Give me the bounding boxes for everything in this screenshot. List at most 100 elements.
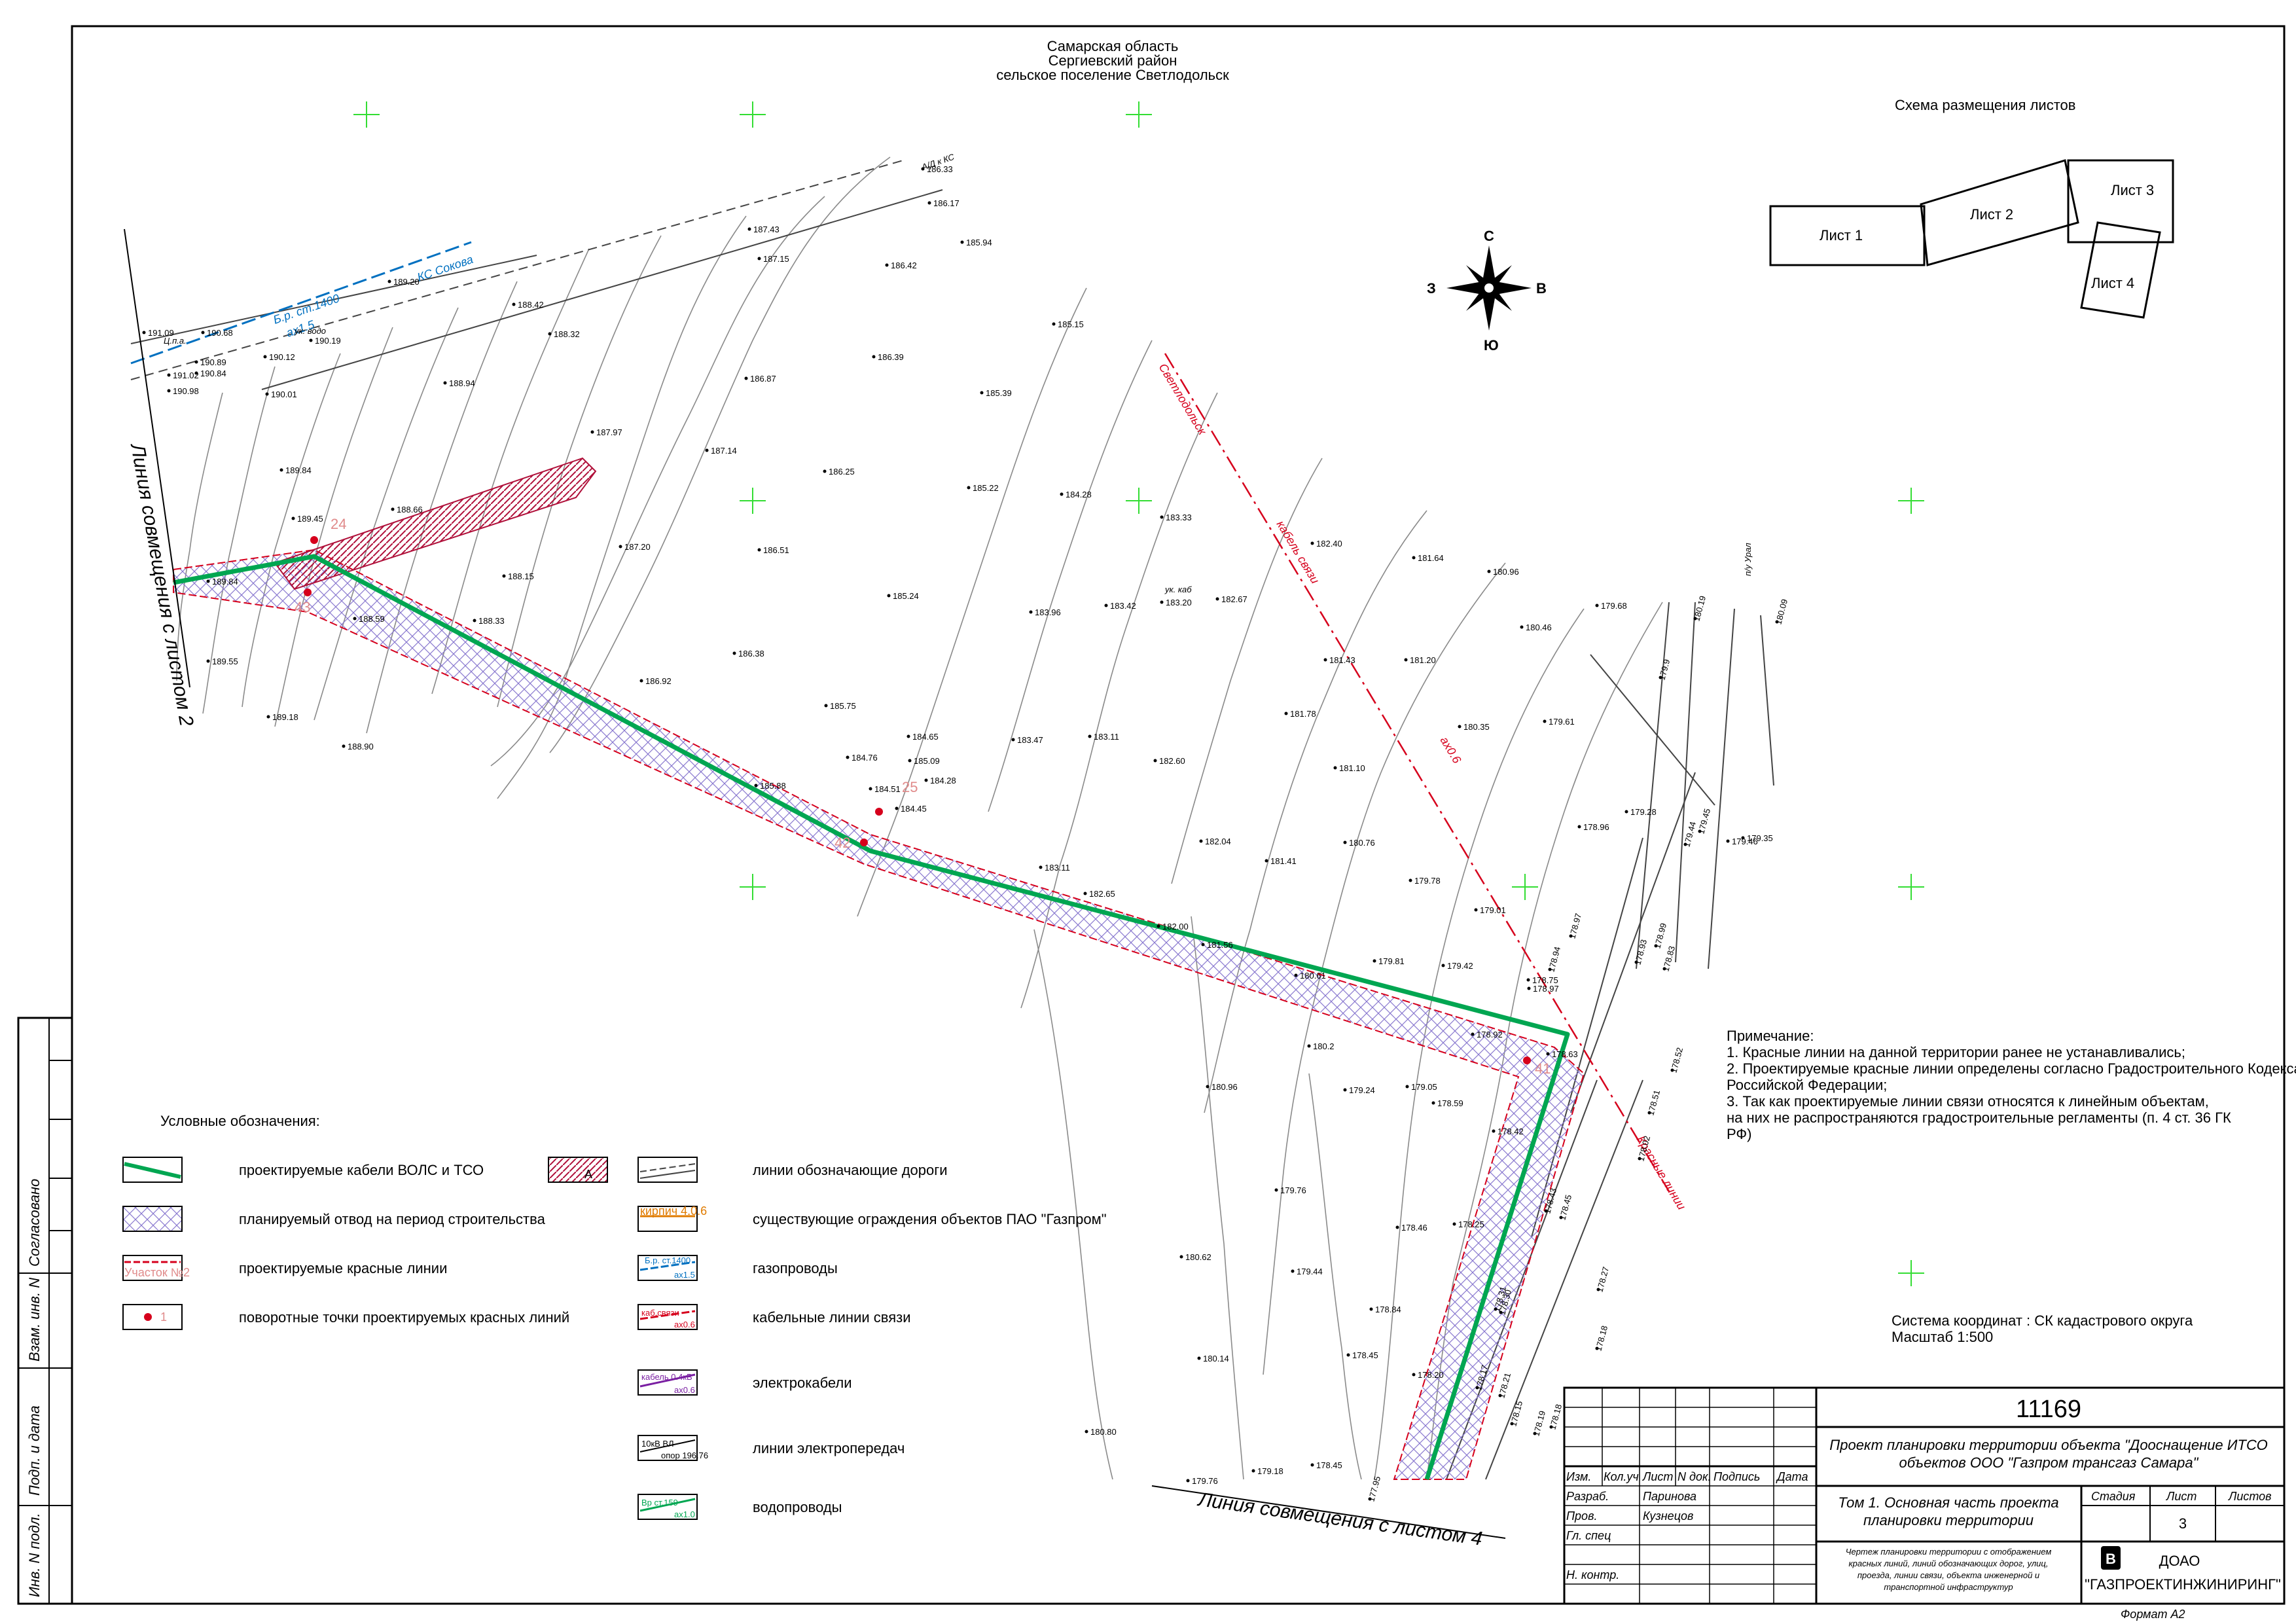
elevation-dot <box>1544 1209 1548 1213</box>
elevation-point: 179.24 <box>1343 1085 1375 1095</box>
elevation-point: 181.64 <box>1412 553 1444 563</box>
elevation-point: 178.46 <box>1395 1223 1427 1233</box>
elevation-dot <box>872 355 876 359</box>
elevation-dot <box>1595 604 1599 607</box>
tb-sheet-no: 3 <box>2179 1515 2187 1532</box>
notes-line-6: РФ) <box>1727 1126 1751 1142</box>
elevation-point: 179.61 <box>1543 717 1575 727</box>
elevation-label: 185.22 <box>973 483 999 493</box>
notes-line-2: 2. Проектируемые красные линии определен… <box>1727 1060 2296 1077</box>
elevation-label: 180.61 <box>1300 971 1326 981</box>
elevation-point: 186.17 <box>927 198 960 208</box>
elevation-point: 183.33 <box>1160 513 1192 522</box>
elevation-point: 182.60 <box>1153 756 1185 766</box>
legend-item-red-lines: проектируемые красные линии <box>239 1260 447 1276</box>
elevation-label: 180.80 <box>1090 1427 1117 1437</box>
elevation-dot <box>167 373 171 377</box>
elevation-dot <box>1569 934 1573 938</box>
elevation-dot <box>512 302 516 306</box>
elevation-dot <box>924 778 928 782</box>
elevation-label: 183.42 <box>1110 601 1136 611</box>
elevation-point: 179.18 <box>1251 1466 1283 1476</box>
turn-point-24: 24 <box>331 516 346 532</box>
elevation-dot <box>885 263 889 267</box>
elevation-dot <box>1310 1463 1314 1467</box>
elevation-point: 178.75 <box>1526 975 1558 985</box>
elevation-point: 186.92 <box>639 676 672 686</box>
elevation-label: 188.33 <box>478 616 505 626</box>
elevation-dot <box>1647 1111 1651 1115</box>
elevation-point: 178.18 <box>1547 1403 1564 1430</box>
elevation-dot <box>353 617 357 621</box>
sheet-scheme-title: Схема размещения листов <box>1895 97 2075 113</box>
elevation-label: 180.35 <box>1463 722 1490 732</box>
tb-header-ndok: N док. <box>1677 1470 1711 1483</box>
elevation-point: 187.43 <box>747 225 780 234</box>
elevation-point: 191.02 <box>167 370 199 380</box>
legend-item-water: водопроводы <box>753 1499 842 1515</box>
notes-line-3: Российской Федерации; <box>1727 1077 1887 1093</box>
elevation-label: 178.25 <box>1458 1219 1484 1229</box>
roads <box>130 160 1774 1480</box>
elevation-point: 184.28 <box>1060 490 1092 499</box>
elevation-label: 181.64 <box>1418 553 1444 563</box>
elevation-dot <box>391 507 395 511</box>
elevation-label: 188.66 <box>397 505 423 514</box>
elevation-label: 189.55 <box>212 657 238 666</box>
elevation-point: 182.65 <box>1083 889 1115 899</box>
tb-format: Формат А2 <box>2121 1608 2185 1621</box>
elevation-point: 178.97 <box>1527 984 1559 994</box>
elevation-dot <box>1526 978 1530 982</box>
legend-sample-el: кабель 0.4кВ <box>641 1372 692 1382</box>
elevation-dot <box>1083 892 1087 895</box>
elevation-point: 180.61 <box>1294 971 1326 981</box>
turn-point-42: 42 <box>834 835 850 851</box>
elevation-label: 178.46 <box>1401 1223 1427 1233</box>
elevation-dot <box>1659 676 1662 679</box>
elevation-point: 189.84 <box>206 577 238 586</box>
elevation-label: 185.94 <box>966 238 992 247</box>
elevation-point: 190.19 <box>309 336 341 346</box>
legend-sample-gas: Б.р. ст.1400 <box>645 1255 691 1265</box>
elevation-label: 180.96 <box>1211 1082 1238 1092</box>
elevation-point: 181.43 <box>1323 655 1355 665</box>
elevation-point: 180.35 <box>1458 722 1490 732</box>
elevation-point: 186.51 <box>757 545 789 555</box>
notes-title: Примечание: <box>1727 1028 1814 1044</box>
elevation-dot <box>1499 1310 1503 1314</box>
elevation-point: 184.76 <box>846 753 878 763</box>
elevation-point: 180.96 <box>1487 567 1519 577</box>
elevation-label: 179.46 <box>1732 837 1758 846</box>
elevation-label: 185.88 <box>760 781 786 791</box>
tb-volume: Том 1. Основная часть проекта <box>1838 1494 2058 1511</box>
elevation-point: 183.96 <box>1029 607 1061 617</box>
elevation-dot <box>1408 878 1412 882</box>
elevation-dot <box>206 659 210 663</box>
elevation-dot <box>201 331 205 334</box>
tb-project-2: объектов ООО "Газпром трансгаз Самара" <box>1899 1454 2199 1471</box>
elevation-point: 188.59 <box>353 614 385 624</box>
rail-strip <box>274 457 597 590</box>
elevation-label: 182.00 <box>1162 922 1189 931</box>
elevation-dot <box>1487 569 1491 573</box>
elevation-dot <box>846 755 850 759</box>
elevation-dot <box>921 167 925 171</box>
sheet-2-label: Лист 2 <box>1970 206 2013 223</box>
elevation-point: 188.90 <box>342 742 374 751</box>
elevation-label: 185.75 <box>830 701 856 711</box>
elevation-point: 190.12 <box>263 352 295 362</box>
elevation-label: 178.75 <box>1532 975 1558 985</box>
elevation-label: 178.96 <box>1583 822 1609 832</box>
elevation-dot <box>1527 986 1531 990</box>
elevation-point: 178.92 <box>1471 1030 1503 1039</box>
elevation-point: 185.24 <box>887 591 919 601</box>
elevation-dot <box>747 227 751 231</box>
elevation-dot <box>1458 725 1462 729</box>
scale-text: Масштаб 1:500 <box>1892 1329 1993 1345</box>
elevation-label: 190.12 <box>269 352 295 362</box>
elevation-dot <box>1197 1356 1201 1360</box>
elevation-label: 180.46 <box>1526 623 1552 632</box>
coord-system-text: Система координат : СК кадастрового окру… <box>1892 1312 2193 1329</box>
elevation-dot <box>1595 1346 1599 1350</box>
elevation-point: 188.15 <box>502 571 534 581</box>
